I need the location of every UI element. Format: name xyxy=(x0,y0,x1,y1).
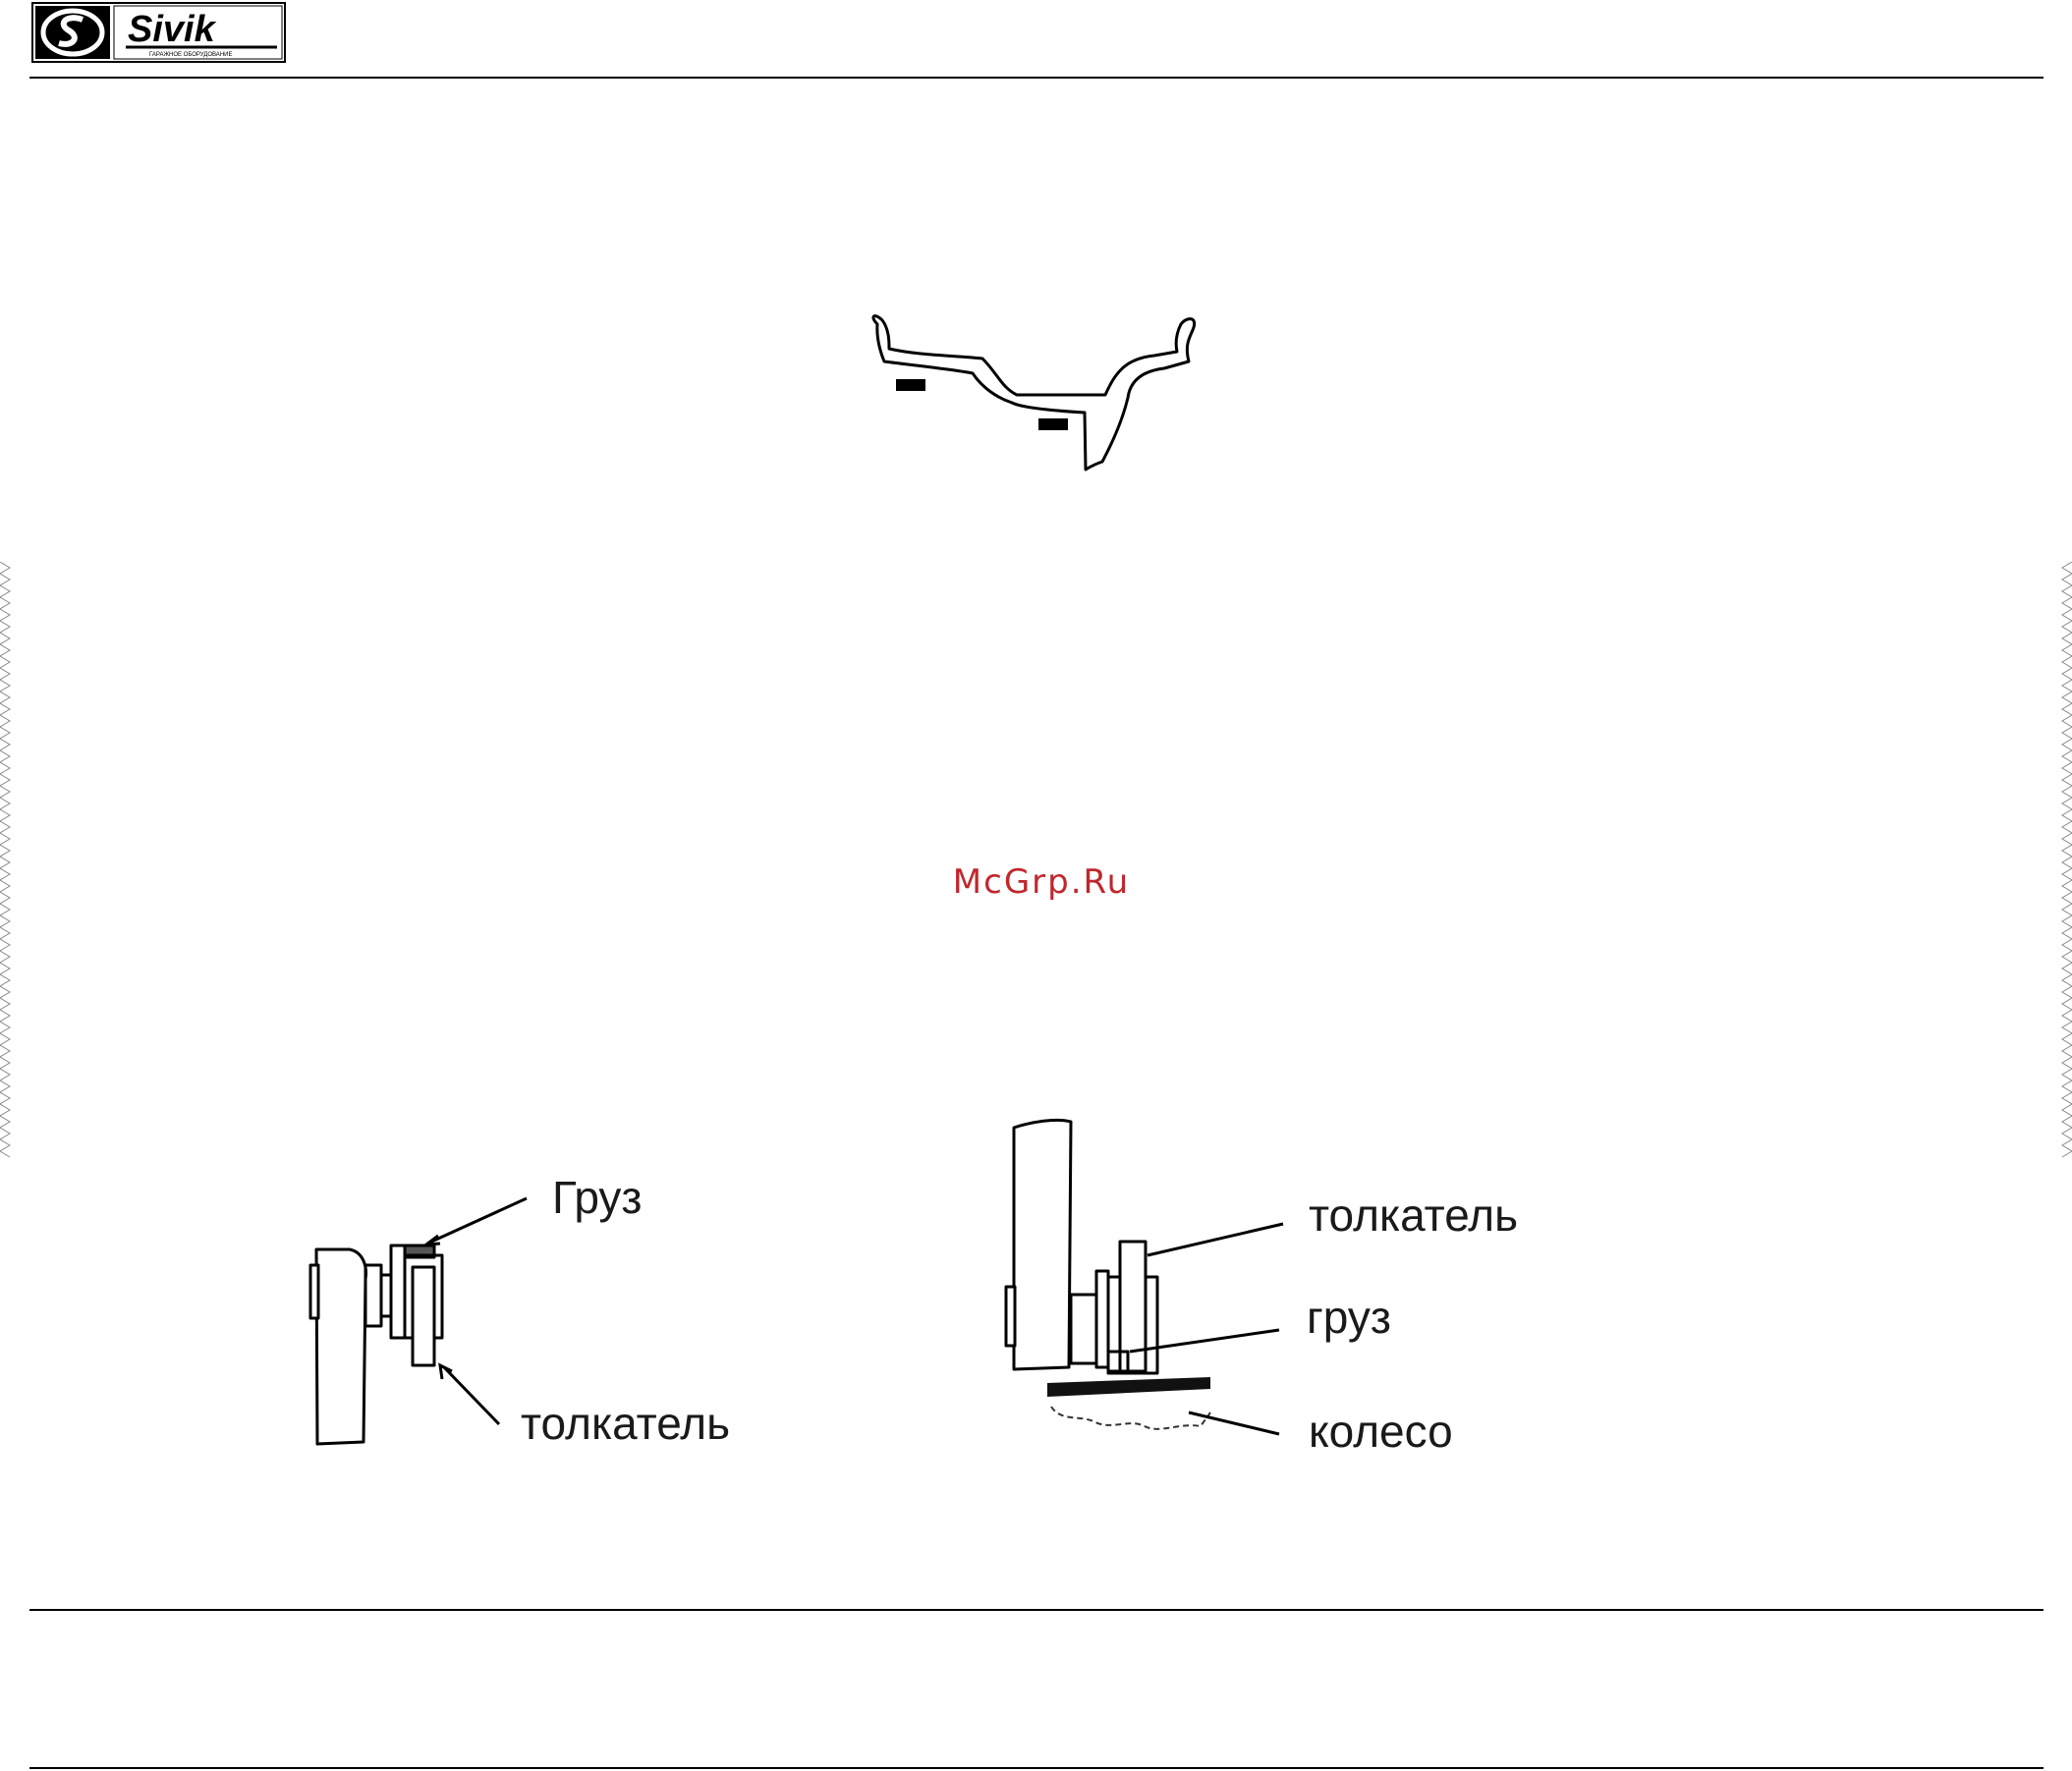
right-hub xyxy=(1096,1271,1108,1367)
right-clamp-body xyxy=(1014,1120,1071,1369)
right-flange xyxy=(1071,1295,1096,1363)
footer-rule-lower xyxy=(29,1767,2044,1769)
right-wheel-strip xyxy=(1047,1377,1210,1397)
label-pusher-right: толкатель xyxy=(1309,1192,1518,1238)
label-weight-right: груз xyxy=(1307,1295,1391,1340)
label-wheel-right: колесо xyxy=(1309,1409,1453,1454)
right-pusher-leader xyxy=(1148,1224,1283,1255)
right-clamp-edge xyxy=(1006,1287,1015,1346)
right-wheel-outline xyxy=(1051,1407,1210,1429)
right-weight-leader xyxy=(1130,1330,1279,1352)
footer-rule-upper xyxy=(29,1609,2044,1611)
